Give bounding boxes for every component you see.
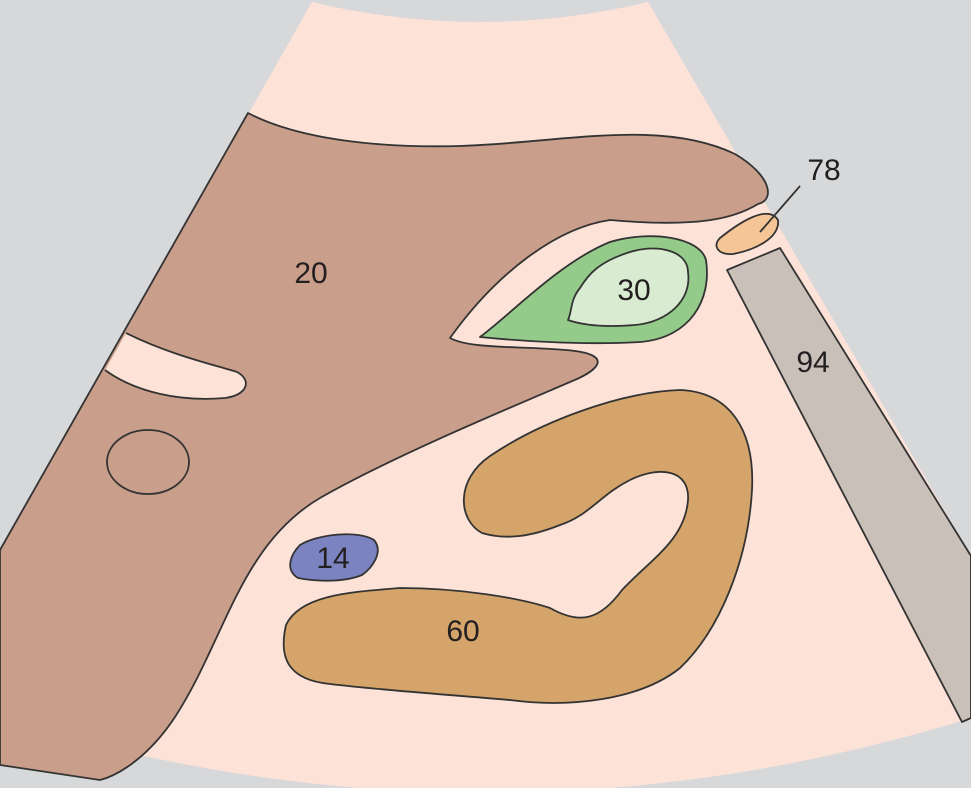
label-liver: 20 [294, 257, 327, 290]
small-structure-78 [715, 213, 779, 255]
muscle-band [726, 247, 971, 723]
blue-vessel [289, 533, 379, 582]
liver-vessel-channel [104, 332, 247, 400]
liver [0, 112, 769, 781]
bowel-loop [282, 389, 754, 704]
label-gallbladder: 30 [617, 274, 650, 307]
leader-line-78 [759, 185, 801, 233]
label-vessel: 14 [316, 542, 349, 575]
gallbladder-lumen [567, 247, 690, 327]
label-muscle: 94 [796, 346, 829, 379]
liver-round-structure [106, 429, 190, 495]
label-bowel: 60 [446, 615, 479, 648]
label-small-structure: 78 [807, 154, 840, 187]
